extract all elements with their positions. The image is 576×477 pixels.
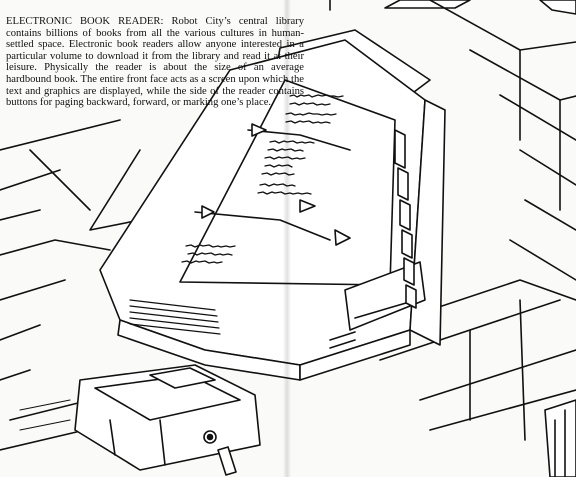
page-button	[403, 257, 415, 286]
page-gutter	[283, 0, 291, 477]
background-block	[384, 0, 471, 9]
caption-heading: ELECTRONIC BOOK READER:	[6, 16, 164, 27]
page-button	[394, 129, 406, 169]
background-block	[539, 0, 576, 15]
page-button	[399, 199, 411, 231]
caption-text: ELECTRONIC BOOK READER: Robot City’s cen…	[6, 16, 304, 109]
speaker-grille	[129, 299, 221, 335]
connector-pin	[217, 446, 237, 476]
page-button	[401, 229, 413, 259]
page-buttons	[394, 129, 417, 309]
hinge-rail	[544, 399, 576, 477]
screen-text-scribbles	[181, 94, 344, 264]
page-marker	[247, 129, 351, 151]
page-button	[405, 284, 417, 309]
caption-body: Robot City’s central library contains bi…	[6, 16, 304, 109]
page-button	[397, 167, 409, 201]
page-marker	[194, 211, 331, 241]
